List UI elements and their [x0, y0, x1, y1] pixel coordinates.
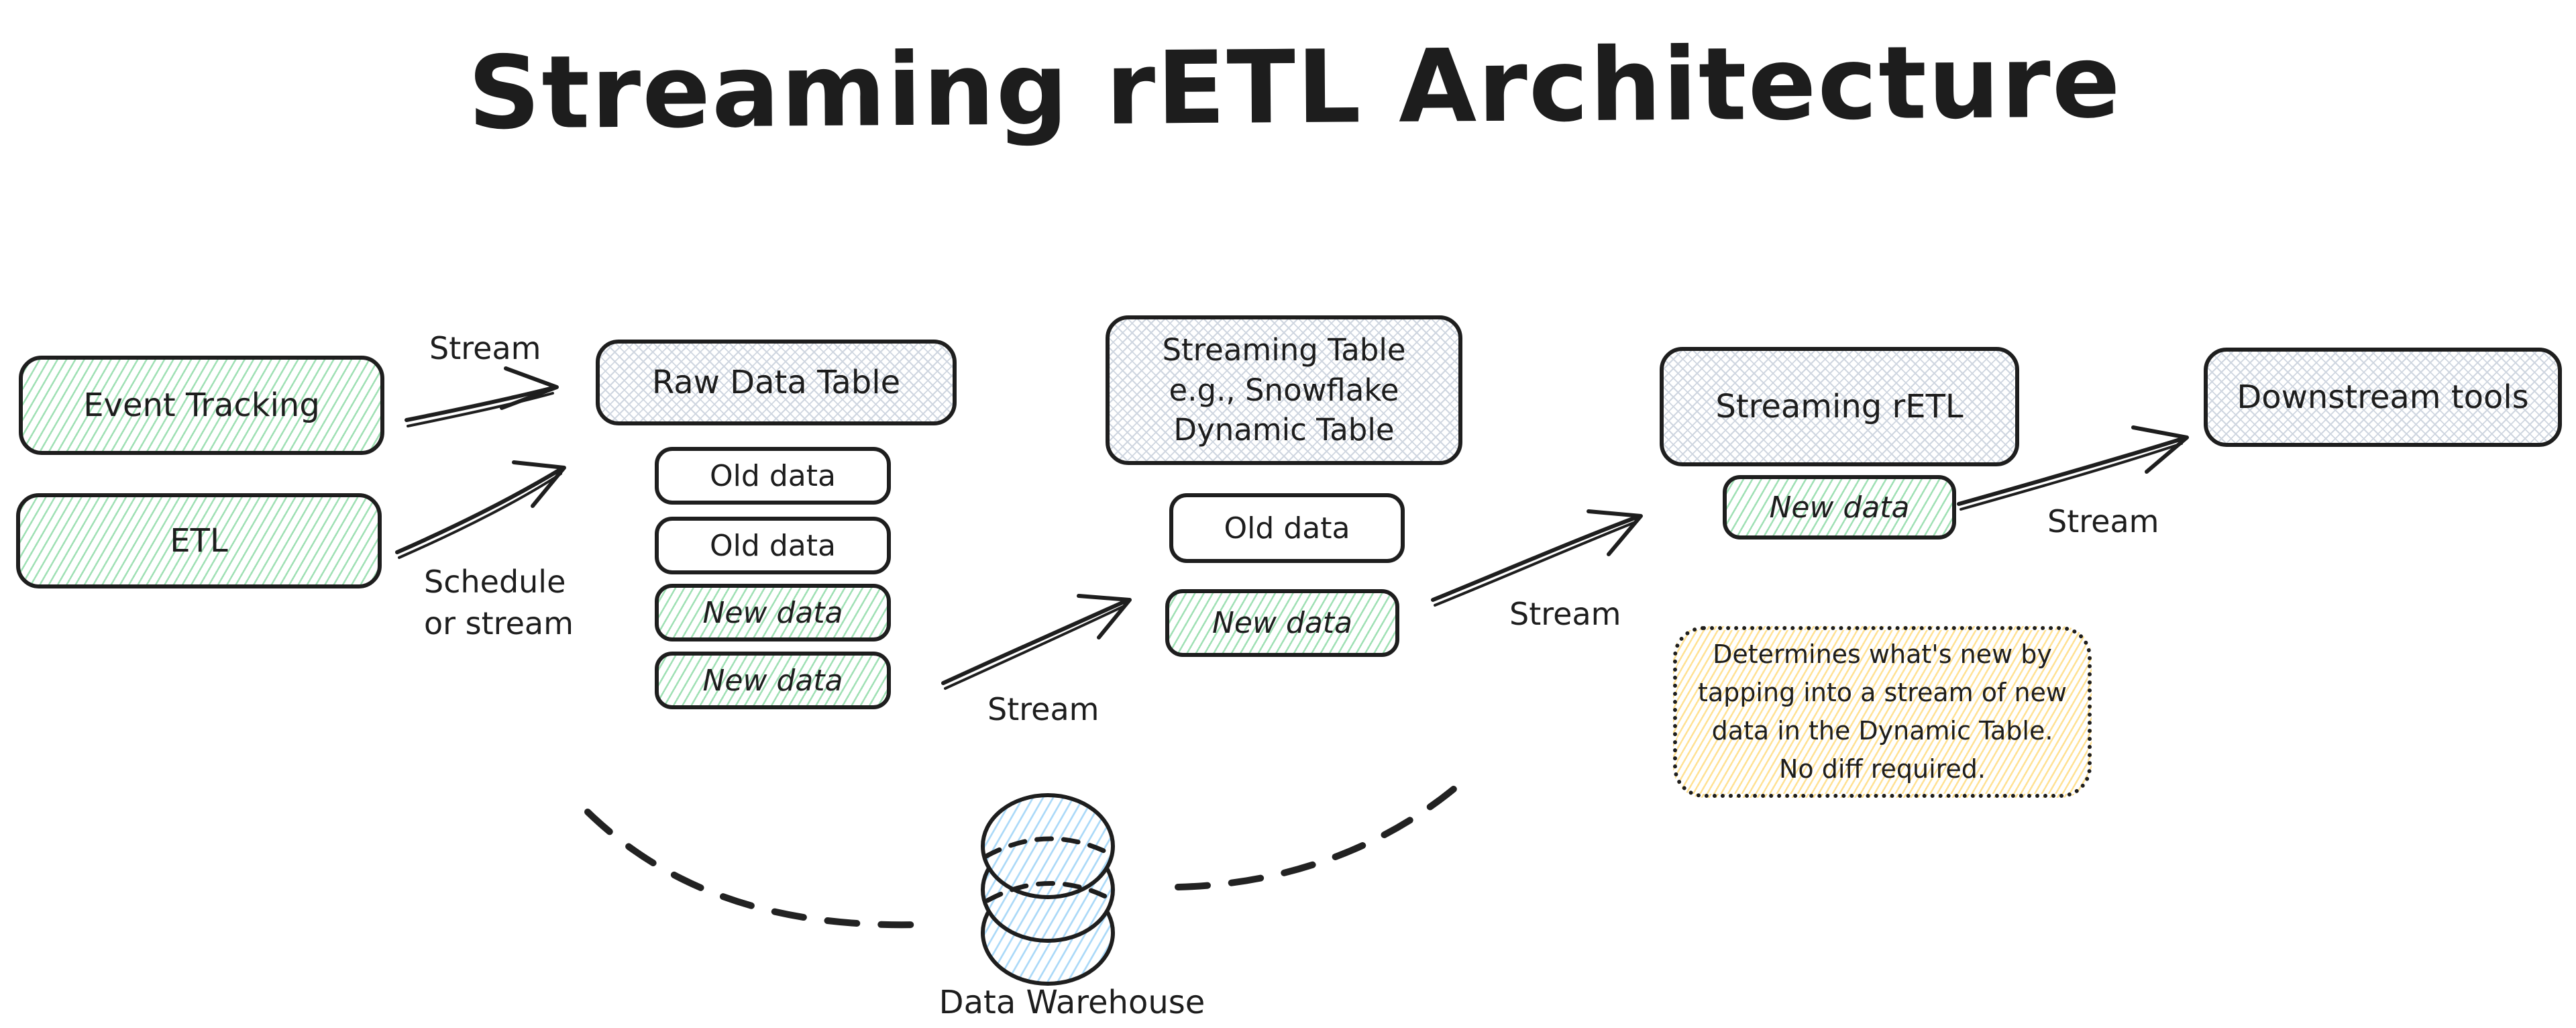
- node-streaming-table-line2: e.g., Snowflake: [1169, 372, 1399, 408]
- streaming-table-row-new-label: New data: [1212, 606, 1353, 640]
- page-title: Streaming rETL Architecture: [467, 23, 2123, 152]
- node-streaming-retl-label: Streaming rETL: [1715, 388, 1964, 425]
- edge-label-schedule-or-stream: Schedule or stream: [424, 561, 574, 644]
- arrow-event-to-raw: [405, 366, 559, 427]
- data-warehouse-label: Data Warehouse: [938, 984, 1205, 1021]
- note-line1: Determines what's new by: [1713, 639, 2052, 669]
- edge-label-schedule-line1: Schedule: [424, 564, 566, 600]
- node-streaming-table-line1: Streaming Table: [1162, 332, 1406, 368]
- node-streaming-table-line3: Dynamic Table: [1173, 412, 1395, 448]
- edge-label-stream-retl-to-downstream: Stream: [2047, 503, 2159, 539]
- node-raw-data-table: Raw Data Table: [596, 340, 957, 425]
- node-streaming-table: Streaming Table e.g., Snowflake Dynamic …: [1106, 315, 1462, 465]
- node-etl: ETL: [16, 493, 382, 588]
- note-line3: data in the Dynamic Table.: [1711, 716, 2053, 746]
- node-etl-label: ETL: [170, 522, 228, 560]
- data-warehouse-icon: [981, 793, 1115, 986]
- raw-table-row-new-1-label: New data: [702, 595, 843, 630]
- note-line4: No diff required.: [1779, 754, 1986, 784]
- dashed-warehouse-left: [584, 809, 920, 929]
- raw-table-row-new-2: New data: [655, 652, 891, 709]
- streaming-retl-row-new: New data: [1723, 475, 1956, 539]
- raw-table-row-old-1: Old data: [655, 447, 891, 505]
- arrow-raw-to-streaming: [941, 594, 1132, 690]
- streaming-retl-row-new-label: New data: [1769, 490, 1910, 525]
- node-downstream-tools: Downstream tools: [2204, 348, 2562, 447]
- note-line2: tapping into a stream of new: [1698, 678, 2067, 707]
- raw-table-row-old-1-label: Old data: [710, 458, 836, 493]
- note-dynamic-table: Determines what's new by tapping into a …: [1673, 626, 2092, 798]
- edge-label-stream-event-to-raw: Stream: [429, 330, 541, 366]
- dashed-warehouse-right: [1175, 778, 1466, 890]
- streaming-table-row-old-label: Old data: [1224, 511, 1350, 546]
- arrow-streaming-to-retl: [1431, 509, 1643, 607]
- raw-table-row-old-2-label: Old data: [710, 528, 836, 563]
- edge-label-stream-raw-to-streaming: Stream: [987, 691, 1099, 727]
- streaming-table-row-old: Old data: [1169, 493, 1405, 563]
- node-event-tracking: Event Tracking: [19, 356, 384, 455]
- node-streaming-retl: Streaming rETL: [1660, 347, 2019, 466]
- node-raw-data-table-label: Raw Data Table: [651, 364, 901, 401]
- node-event-tracking-label: Event Tracking: [83, 387, 320, 424]
- raw-table-row-old-2: Old data: [655, 517, 891, 574]
- node-downstream-tools-label: Downstream tools: [2237, 378, 2529, 416]
- raw-table-row-new-1: New data: [655, 584, 891, 641]
- edge-label-stream-streaming-to-retl: Stream: [1509, 596, 1621, 632]
- streaming-table-row-new: New data: [1165, 589, 1399, 657]
- arrow-etl-to-raw: [395, 460, 566, 559]
- raw-table-row-new-2-label: New data: [702, 663, 843, 698]
- edge-label-schedule-line2: or stream: [424, 605, 574, 642]
